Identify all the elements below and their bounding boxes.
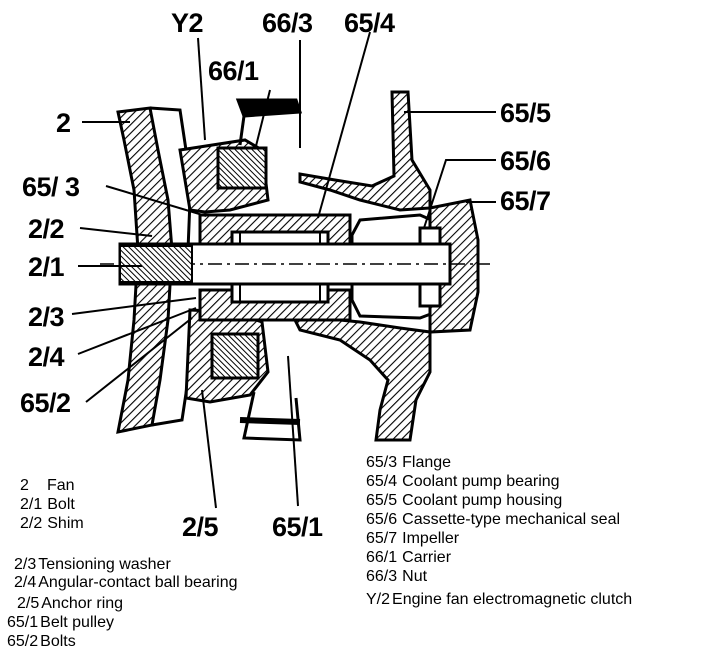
callout-65-5: 65/5 — [500, 98, 551, 128]
callout-65-1: 65/1 — [272, 512, 323, 542]
callout-65-7: 65/7 — [500, 186, 551, 216]
callout-2-1: 2/1 — [28, 252, 65, 282]
pump-shaft — [100, 242, 490, 286]
callout-2-4: 2/4 — [28, 342, 65, 372]
callout-labels: Y2 66/3 65/4 66/1 2 65/5 65/6 65/ 3 65/7… — [20, 8, 552, 542]
callout-66-3: 66/3 — [262, 8, 313, 38]
callout-65-4: 65/4 — [344, 8, 395, 38]
callout-65-6: 65/6 — [500, 146, 551, 176]
callout-66-1: 66/1 — [208, 56, 259, 86]
callout-2: 2 — [56, 108, 71, 138]
belt-pulley — [235, 98, 303, 442]
leader-lines — [71, 31, 496, 509]
callout-65-3: 65/ 3 — [22, 172, 80, 202]
callout-2-2: 2/2 — [28, 214, 64, 244]
fan-clutch-body — [178, 138, 270, 404]
callout-2-5: 2/5 — [182, 512, 219, 542]
callout-y2: Y2 — [171, 8, 203, 38]
callout-2-3: 2/3 — [28, 302, 65, 332]
callout-65-2: 65/2 — [20, 388, 71, 418]
